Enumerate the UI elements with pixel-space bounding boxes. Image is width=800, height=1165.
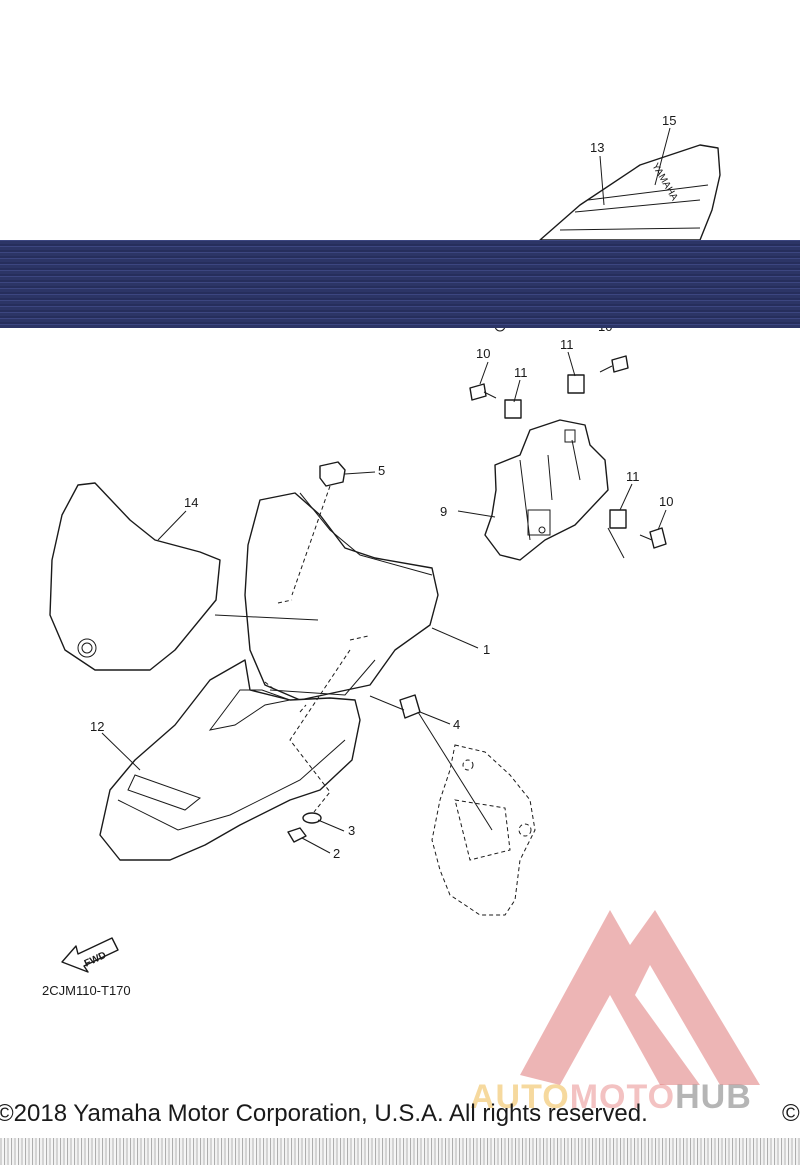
assembly-lines <box>214 485 625 831</box>
frame-bracket-part <box>431 744 536 916</box>
callout-14: 14 <box>184 495 198 510</box>
callout-11-b: 11 <box>560 337 574 352</box>
bracket-part <box>484 419 609 561</box>
leader-lines <box>101 127 671 854</box>
callout-4: 4 <box>453 717 460 732</box>
small-parts <box>287 461 421 843</box>
callout-13: 13 <box>590 140 604 155</box>
callout-10-a: 10 <box>476 346 490 361</box>
callout-labels: 15 13 10 11 10 11 11 10 9 5 14 1 4 12 3 … <box>90 113 676 861</box>
front-fender-part <box>99 659 361 861</box>
callout-5: 5 <box>378 463 385 478</box>
side-cover-part <box>49 482 221 671</box>
reference-code: 2CJM110-T170 <box>42 983 131 998</box>
scan-artifact-band <box>0 240 800 328</box>
scan-noise-strip <box>0 1138 800 1165</box>
callout-11-c: 11 <box>626 469 640 484</box>
callout-2: 2 <box>333 846 340 861</box>
callout-15: 15 <box>662 113 676 128</box>
watermark-part-1: AUTO <box>470 1078 570 1116</box>
callout-1: 1 <box>483 642 490 657</box>
watermark-logo-icon <box>520 910 760 1085</box>
callout-3: 3 <box>348 823 355 838</box>
copyright-edge-symbol: © <box>782 1100 800 1127</box>
callout-11-a: 11 <box>514 365 528 380</box>
watermark-part-2: MOTO <box>569 1078 676 1116</box>
watermark-part-3: HUB <box>675 1078 752 1116</box>
callout-9: 9 <box>440 504 447 519</box>
callout-12: 12 <box>90 719 104 734</box>
copyright-notice: ©2018 Yamaha Motor Corporation, U.S.A. A… <box>0 1100 648 1127</box>
fwd-arrow-icon: FWD <box>61 937 119 973</box>
watermark-text: AUTOMOTOHUB <box>470 1078 752 1117</box>
front-panel-part <box>244 492 439 701</box>
callout-10-c: 10 <box>659 494 673 509</box>
seat-part: YAMAHA <box>539 144 721 241</box>
